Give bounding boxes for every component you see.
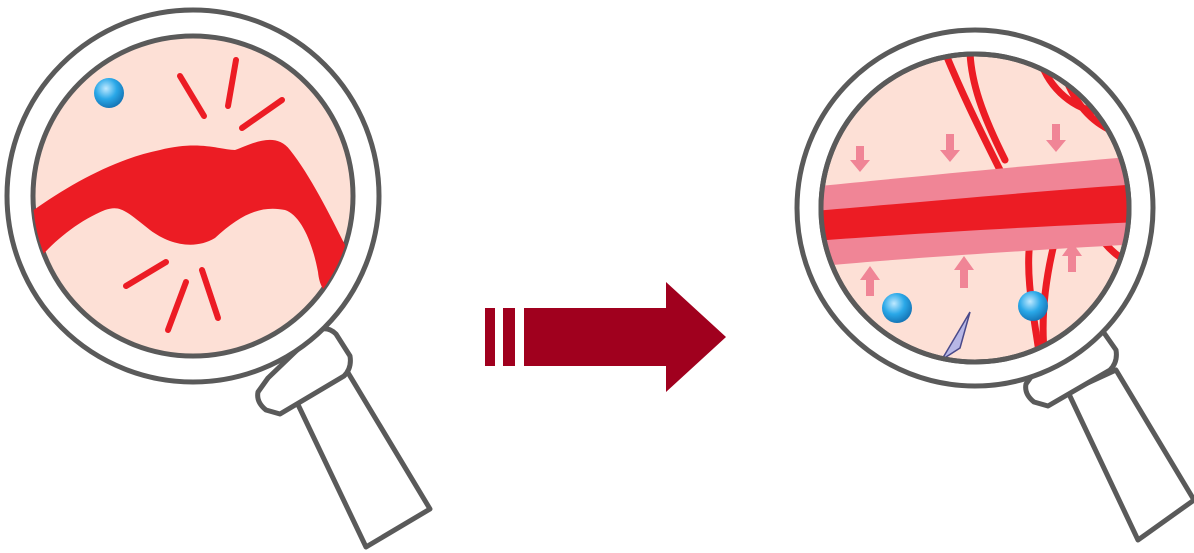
arrow-stripe-1 [485, 308, 495, 366]
blood-droplet-icon [882, 293, 912, 323]
handle-shaft [1068, 370, 1194, 540]
blood-droplet-icon [94, 78, 124, 108]
transition-arrow-icon [485, 282, 726, 392]
blood-droplet-icon [1018, 291, 1048, 321]
magnifier-before [7, 10, 430, 547]
arrow-body [524, 282, 726, 392]
magnifying-glass-icon [7, 10, 430, 547]
arrow-stripe-2 [503, 308, 515, 366]
magnifier-after [797, 30, 1194, 540]
